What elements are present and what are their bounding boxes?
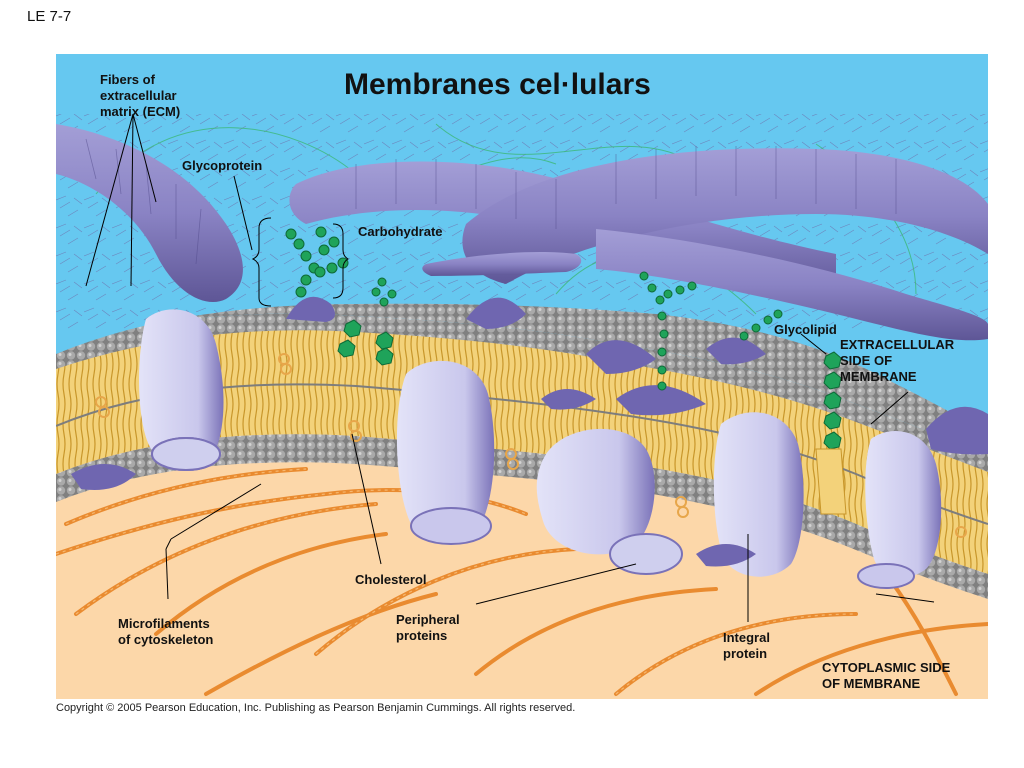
integral-protein-2 [396,360,495,539]
lipid-tail-layer [56,330,988,574]
peripheral-protein-2 [151,437,221,471]
peripheral-proteins-label: Peripheral proteins [396,612,460,643]
peripheral-protein-1 [609,533,683,575]
membrane-figure: Membranes cel·lulars Fibers of extracell… [56,54,988,699]
integral-protein-4 [713,412,804,577]
membrane-illustration: Membranes cel·lulars Fibers of extracell… [56,54,988,699]
integral-protein-3 [536,428,655,555]
cytoplasmic-side-label: CYTOPLASMIC SIDE OF MEMBRANE [822,660,951,691]
membrane-surface [56,303,988,454]
integral-protein-5 [865,431,942,578]
peripheral-proteins [151,437,683,575]
leader-lines [85,113,935,622]
glycolipid-label: Glycolipid [774,322,837,337]
carbohydrate-label: Carbohydrate [358,224,443,239]
extracellular-side-label: EXTRACELLULAR SIDE OF MEMBRANE [840,337,955,384]
ecm-fiber-rings [85,138,897,265]
ecm-label: Fibers of extracellular matrix (ECM) [100,72,181,119]
surface-proteins [71,296,988,567]
microfilaments-label: Microfilaments of cytoskeleton [118,616,214,647]
cholesterol-label: Cholesterol [355,572,427,587]
glycolipid-carbohydrate [823,351,842,450]
slide-label: LE 7-7 [27,8,72,25]
surface-carbohydrates [337,271,783,391]
copyright-notice: Copyright © 2005 Pearson Education, Inc.… [56,702,576,714]
integral-proteins [139,309,942,589]
glycolipid-tail [815,448,847,515]
cholesterol-molecules [95,353,967,538]
integral-protein-1 [139,309,224,461]
carbohydrate-chains [285,226,842,450]
page-title: Membranes cel·lulars [344,68,651,101]
cytoplasm [56,422,988,699]
glycoprotein-carbohydrate [285,226,349,298]
integral-protein-label: Integral protein [723,630,770,661]
glycoprotein-label: Glycoprotein [182,158,263,173]
